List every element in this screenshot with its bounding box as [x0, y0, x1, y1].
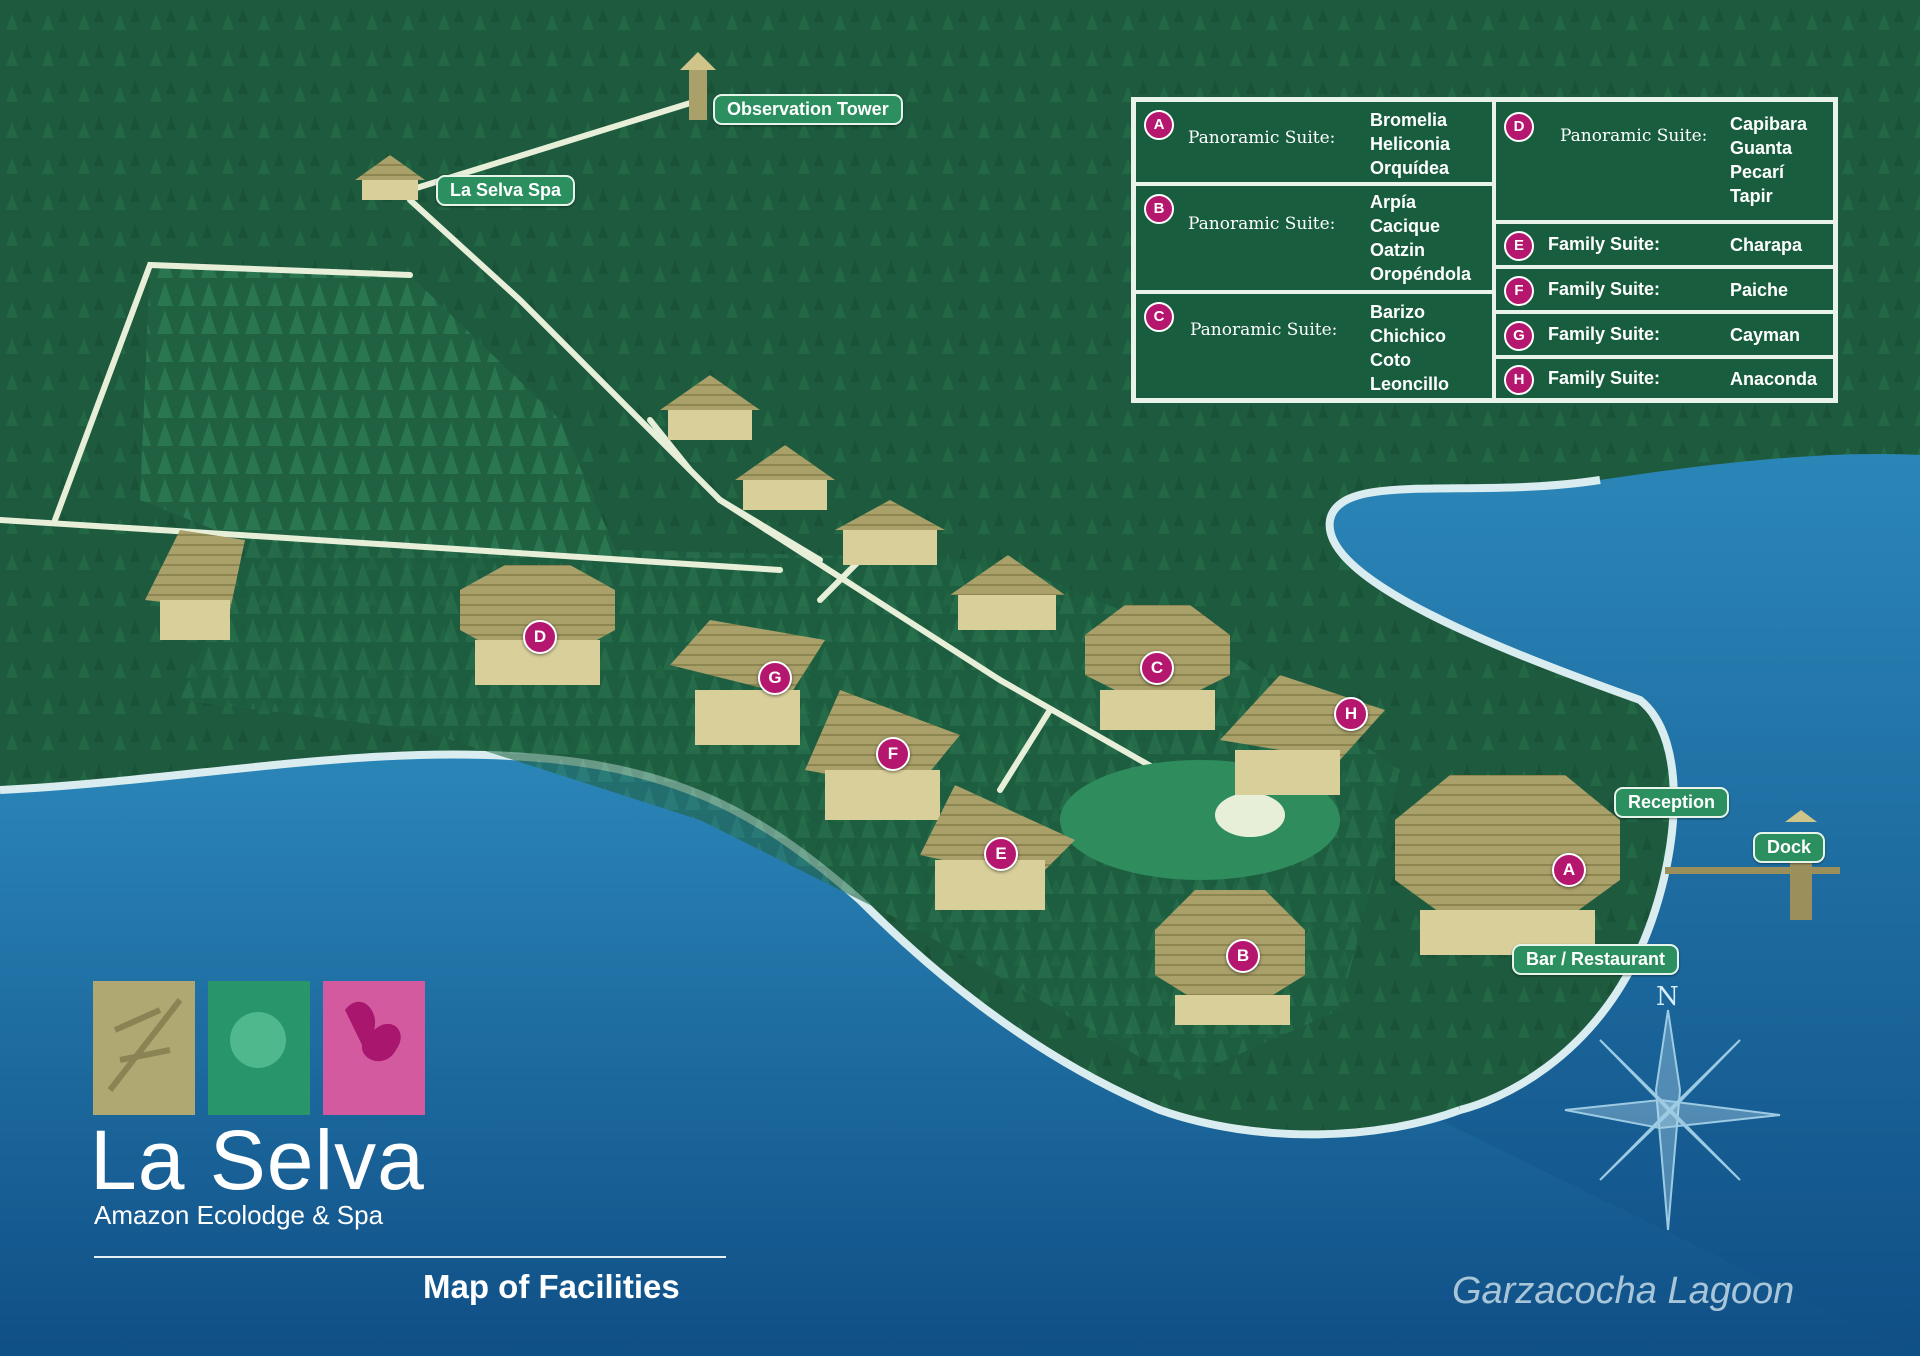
legend-letter-d: D	[1504, 112, 1534, 142]
marker-h[interactable]: H	[1334, 697, 1368, 731]
legend-type-d: Panoramic Suite:	[1560, 126, 1708, 146]
legend-name: Oatzin	[1370, 240, 1426, 260]
legend-name: Barizo	[1370, 302, 1426, 322]
spa-label[interactable]: La Selva Spa	[436, 175, 576, 206]
tree-grove	[140, 265, 620, 560]
legend-row-a: A Panoramic Suite: Bromelia Heliconia Or…	[1134, 100, 1494, 184]
legend-name: Arpía	[1370, 192, 1417, 212]
suite-c-building	[1085, 605, 1230, 730]
legend-names-b: Arpía Cacique Oatzin Oropéndola	[1370, 190, 1471, 286]
spa-building	[355, 155, 425, 200]
suite-h-building	[1220, 675, 1385, 795]
legend-name: Coto	[1370, 350, 1411, 370]
legend-name-h: Anaconda	[1730, 369, 1818, 389]
legend-row-d: D Panoramic Suite: Capibara Guanta Pecar…	[1494, 100, 1835, 222]
leaf-pattern	[107, 998, 183, 1092]
suite-d-building	[460, 565, 615, 685]
legend-row-f: F Family Suite: Paiche	[1494, 267, 1835, 312]
legend-name: Guanta	[1730, 138, 1793, 158]
legend-type-b: Panoramic Suite:	[1188, 214, 1336, 234]
legend-letter-e: E	[1504, 231, 1534, 261]
legend-name-f: Paiche	[1730, 280, 1789, 300]
legend-name: Pecarí	[1730, 162, 1785, 182]
legend-name: Oropéndola	[1370, 264, 1472, 284]
legend-name-e: Charapa	[1730, 235, 1803, 255]
lagoon-label: Garzacocha Lagoon	[1452, 1270, 1795, 1312]
legend-name: Orquídea	[1370, 158, 1450, 178]
butterfly-pattern	[345, 1001, 401, 1062]
suite-e-building	[920, 785, 1075, 910]
suite-a-building	[1395, 775, 1620, 955]
compass-north-label: N	[1656, 982, 1679, 1012]
legend-names-a: Bromelia Heliconia Orquídea	[1370, 108, 1450, 180]
marker-c[interactable]: C	[1140, 651, 1174, 685]
legend-name: Capibara	[1730, 114, 1808, 134]
marker-e[interactable]: E	[984, 837, 1018, 871]
lodge-west	[145, 530, 245, 640]
marker-a[interactable]: A	[1552, 853, 1586, 887]
legend-name-g: Cayman	[1730, 325, 1801, 345]
cabin-3	[835, 500, 945, 565]
lagoon-water	[1329, 454, 1920, 1356]
legend-names-c: Barizo Chichico Coto Leoncillo	[1370, 300, 1449, 396]
brand-title: La Selva	[90, 1113, 425, 1207]
legend-name: Leoncillo	[1370, 374, 1450, 394]
legend-type-a: Panoramic Suite:	[1188, 128, 1336, 148]
legend-letter-a: A	[1144, 110, 1174, 140]
orchid-pattern	[230, 1012, 286, 1068]
legend-type-g: Family Suite:	[1548, 324, 1661, 344]
suite-legend: A Panoramic Suite: Bromelia Heliconia Or…	[1131, 97, 1838, 403]
river-water	[0, 754, 1920, 1356]
marker-f[interactable]: F	[876, 737, 910, 771]
cabin-2	[735, 445, 835, 510]
legend-name: Bromelia	[1370, 110, 1448, 130]
observation-tower-label[interactable]: Observation Tower	[713, 94, 903, 125]
legend-name: Tapir	[1730, 186, 1773, 206]
legend-type-h: Family Suite:	[1548, 368, 1661, 388]
legend-letter-f: F	[1504, 276, 1534, 306]
legend-letter-h: H	[1504, 365, 1534, 395]
legend-name: Cacique	[1370, 216, 1441, 236]
legend-name: Chichico	[1370, 326, 1447, 346]
legend-type-c: Panoramic Suite:	[1190, 320, 1338, 340]
legend-type-f: Family Suite:	[1548, 279, 1661, 299]
marker-g[interactable]: G	[758, 661, 792, 695]
plaza	[1215, 793, 1285, 837]
legend-names-d: Capibara Guanta Pecarí Tapir	[1730, 112, 1807, 208]
legend-name: Heliconia	[1370, 134, 1451, 154]
marker-d[interactable]: D	[523, 620, 557, 654]
legend-letter-g: G	[1504, 321, 1534, 351]
reception-label[interactable]: Reception	[1614, 787, 1730, 818]
legend-row-e: E Family Suite: Charapa	[1494, 222, 1835, 267]
legend-type-e: Family Suite:	[1548, 234, 1661, 254]
legend-row-c: C Panoramic Suite: Barizo Chichico Coto …	[1134, 292, 1494, 400]
cabin-4	[950, 555, 1065, 630]
marker-b[interactable]: B	[1226, 939, 1260, 973]
shoreline-lagoon	[1325, 476, 1678, 1114]
dock-label[interactable]: Dock	[1753, 832, 1826, 863]
legend-row-g: G Family Suite: Cayman	[1494, 312, 1835, 357]
observation-tower-structure	[680, 52, 716, 120]
brand-tagline: Amazon Ecolodge & Spa	[94, 1200, 384, 1230]
bar-restaurant-label[interactable]: Bar / Restaurant	[1512, 944, 1680, 975]
legend-letter-c: C	[1144, 302, 1174, 332]
legend-row-h: H Family Suite: Anaconda	[1494, 357, 1835, 400]
cabin-1	[660, 375, 760, 440]
compass-rose	[1564, 1009, 1781, 1231]
map-title: Map of Facilities	[423, 1268, 680, 1305]
legend-letter-b: B	[1144, 194, 1174, 224]
brand-divider	[94, 1256, 726, 1258]
legend-row-b: B Panoramic Suite: Arpía Cacique Oatzin …	[1134, 184, 1494, 292]
